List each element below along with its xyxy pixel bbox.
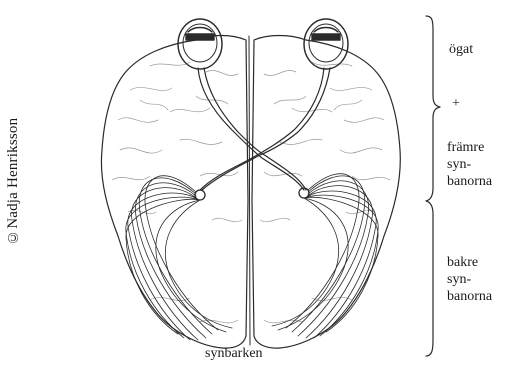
copyright-notice: ©Nadja Henriksson (5, 66, 35, 296)
left-eye (178, 19, 222, 69)
left-optic-radiation (126, 176, 232, 340)
bracket-brace (426, 16, 440, 356)
label-front-line2: syn- (447, 157, 471, 173)
midline-fissure (249, 36, 250, 345)
left-hemisphere-outline (101, 36, 248, 349)
label-back-line2: syn- (447, 272, 471, 288)
label-back-line1: bakre (447, 255, 478, 271)
label-front-line1: främre (447, 140, 484, 156)
caption-visual-cortex: synbarken (205, 346, 263, 362)
label-eye: ögat (449, 42, 473, 58)
label-front-line3: banorna (447, 174, 492, 190)
label-plus: + (452, 96, 460, 112)
right-optic-radiation (272, 174, 378, 338)
label-back-line3: banorna (447, 289, 492, 305)
right-hemisphere-outline (252, 36, 400, 349)
